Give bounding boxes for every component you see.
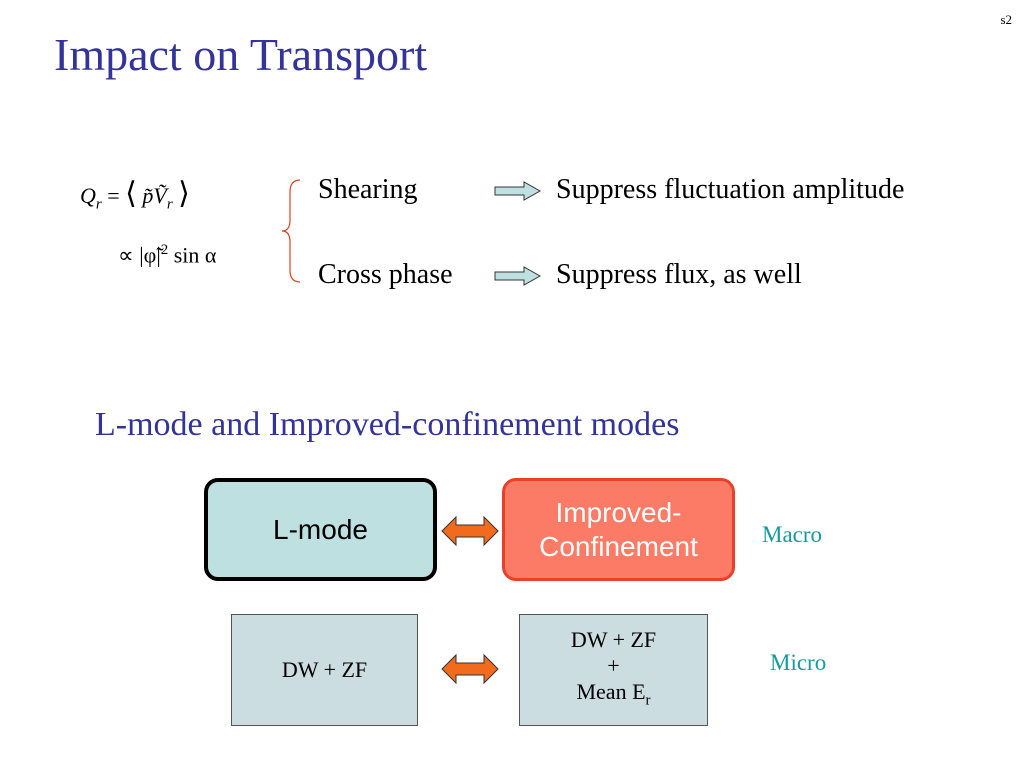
mean-e-text: Mean E [576, 678, 646, 704]
mean-er-line: Mean Er [576, 679, 650, 713]
pressure-fluctuation: p̃ [142, 183, 154, 208]
improved-label-line1: Improved- [555, 496, 682, 528]
macro-label: Macro [762, 522, 823, 547]
mean-e-sub: r [645, 692, 651, 709]
right-angle-icon: ⟩ [178, 177, 190, 210]
power: 2 [160, 242, 169, 258]
micro-label: Micro [770, 650, 827, 675]
dw-zf-label: DW + ZF [281, 657, 368, 682]
arrow-right-icon [494, 181, 542, 201]
flux-lhs: Q [80, 183, 96, 208]
dw-zf-box: DW + ZF [231, 614, 418, 726]
proportional-sign: ∝ [118, 242, 134, 268]
velocity-sub: r [166, 196, 173, 213]
plus-line: + [607, 652, 620, 678]
brace-icon [281, 179, 301, 283]
effect-result-cross-phase: Suppress flux, as well [556, 259, 802, 290]
section-subtitle: L-mode and Improved-confinement modes [95, 406, 680, 443]
dw-zf-mean-er-box: DW + ZF + Mean Er [519, 614, 708, 726]
left-angle-icon: ⟨ [125, 177, 137, 210]
improved-label-line2: Confinement [539, 530, 698, 562]
double-arrow-icon [441, 515, 499, 547]
slide-number: s2 [1000, 12, 1012, 27]
abs-bar-left-icon: | [139, 242, 144, 268]
sin-alpha: sin α [173, 242, 217, 268]
proportionality-equation: ∝ |φ̃|2 sin α [118, 242, 216, 268]
arrow-right-icon [494, 266, 542, 286]
flux-lhs-sub: r [95, 196, 102, 213]
equals-sign: = [107, 183, 120, 208]
effect-result-shearing: Suppress fluctuation amplitude [556, 174, 905, 205]
effect-label-cross-phase: Cross phase [318, 259, 453, 290]
flux-equation: Qr = ⟨ p̃Ṽr ⟩ [80, 176, 190, 213]
improved-confinement-box: Improved- Confinement [502, 478, 735, 581]
lmode-box: L-mode [204, 478, 437, 581]
velocity-fluctuation: Ṽ [153, 183, 167, 208]
phi-fluctuation: φ̃ [143, 242, 157, 268]
effect-label-shearing: Shearing [318, 174, 418, 205]
double-arrow-icon [441, 653, 499, 685]
slide-title: Impact on Transport [54, 29, 428, 80]
abs-bar-right-icon: | [156, 242, 161, 268]
dw-zf-line1: DW + ZF [570, 626, 657, 652]
lmode-label: L-mode [273, 513, 368, 545]
